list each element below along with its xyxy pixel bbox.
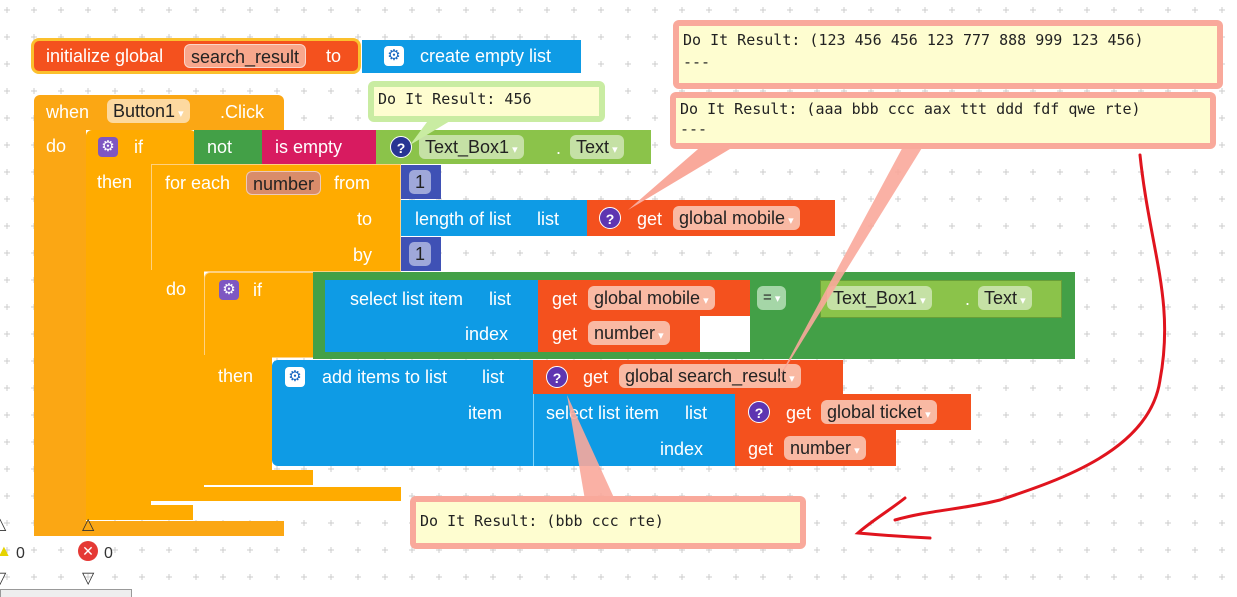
- bubble-text: Do It Result: (aaa bbb ccc aax ttt ddd f…: [676, 98, 1210, 143]
- if-footer: [86, 505, 193, 520]
- gear-icon[interactable]: ⚙: [384, 46, 404, 66]
- select-list-item-block[interactable]: [325, 280, 539, 352]
- get-label-4: get: [583, 367, 609, 387]
- warning-icon: ▲: [0, 543, 12, 560]
- textbox-dropdown-2[interactable]: Text_Box1: [827, 286, 932, 310]
- list-label-2: list: [489, 289, 511, 309]
- init-label: initialize global: [46, 46, 164, 66]
- help-icon[interactable]: ?: [546, 366, 568, 388]
- help-icon[interactable]: ?: [390, 136, 412, 158]
- warning-count: 0: [16, 545, 25, 562]
- select-label-2: select list item: [546, 403, 660, 423]
- get-label: get: [637, 209, 663, 229]
- then-label-2: then: [218, 366, 254, 386]
- loop-var-field[interactable]: number: [246, 171, 322, 195]
- dot-label: .: [556, 138, 562, 158]
- do-label: do: [46, 136, 67, 156]
- list-label: list: [537, 209, 559, 229]
- dot-label-2: .: [965, 289, 971, 309]
- length-label: length of list: [415, 209, 512, 229]
- mutator-gear-icon[interactable]: ⚙: [98, 137, 118, 157]
- component-dropdown[interactable]: Button1: [107, 99, 190, 123]
- index-label-2: index: [660, 439, 704, 459]
- index-label: index: [465, 324, 509, 344]
- error-icon: ✕: [78, 541, 98, 561]
- variable-dropdown-4[interactable]: global ticket: [821, 400, 937, 424]
- if-body: [86, 160, 151, 520]
- bottom-panel: [0, 589, 132, 597]
- error-toggle-up-icon[interactable]: △: [82, 516, 95, 533]
- when-label: when: [46, 102, 90, 122]
- is-empty-label: is empty: [275, 137, 343, 157]
- variable-dropdown-3[interactable]: global search_result: [619, 364, 801, 388]
- event-body: [34, 128, 86, 536]
- error-toggle-down-icon[interactable]: ▽: [82, 570, 95, 587]
- list-label-4: list: [685, 403, 707, 423]
- number-dropdown[interactable]: number: [588, 321, 670, 345]
- init-var-field[interactable]: search_result: [184, 44, 307, 68]
- help-icon[interactable]: ?: [748, 401, 770, 423]
- get-label-5: get: [786, 403, 812, 423]
- error-count: 0: [104, 545, 113, 562]
- if-label-2: if: [253, 280, 262, 300]
- warning-toggle-down-icon[interactable]: ▽: [0, 570, 7, 587]
- textbox-dropdown[interactable]: Text_Box1: [419, 135, 524, 159]
- number-dropdown-2[interactable]: number: [784, 436, 866, 460]
- empty-gap: [700, 316, 750, 352]
- for-each-label: for each: [165, 173, 231, 193]
- length-of-list-block[interactable]: [401, 200, 588, 236]
- by-value[interactable]: 1: [409, 242, 431, 266]
- list-label-3: list: [482, 367, 504, 387]
- select-list-item-block-2[interactable]: [533, 394, 736, 466]
- from-value[interactable]: 1: [409, 170, 431, 194]
- property-dropdown-2[interactable]: Text: [978, 286, 1032, 310]
- warning-toggle-up-icon[interactable]: △: [0, 516, 7, 533]
- get-label-2: get: [552, 289, 578, 309]
- create-empty-list-label: create empty list: [420, 46, 552, 66]
- operator-dropdown[interactable]: =: [757, 286, 787, 310]
- init-to-label: to: [326, 46, 342, 66]
- not-block[interactable]: [194, 130, 264, 164]
- item-label: item: [468, 403, 503, 423]
- variable-dropdown-2[interactable]: global mobile: [588, 286, 715, 310]
- help-icon[interactable]: ?: [599, 207, 621, 229]
- inner-if-body: [204, 355, 272, 485]
- then-label: then: [97, 172, 133, 192]
- to-label: to: [357, 209, 373, 229]
- select-label: select list item: [350, 289, 464, 309]
- get-label-6: get: [748, 439, 774, 459]
- mutator-gear-icon[interactable]: ⚙: [285, 367, 305, 387]
- do-label-2: do: [166, 279, 187, 299]
- property-dropdown[interactable]: Text: [570, 135, 624, 159]
- do-it-result-bubble[interactable]: Do It Result: (aaa bbb ccc aax ttt ddd f…: [670, 92, 1216, 149]
- do-it-result-bubble[interactable]: Do It Result: 456: [368, 81, 605, 122]
- get-label-3: get: [552, 324, 578, 344]
- for-each-footer: [151, 487, 401, 501]
- do-it-result-bubble[interactable]: Do It Result: (bbb ccc rte): [410, 496, 806, 549]
- is-empty-block[interactable]: [262, 130, 378, 164]
- add-items-to-list-block[interactable]: [272, 360, 534, 466]
- mutator-gear-icon[interactable]: ⚙: [219, 280, 239, 300]
- variable-dropdown[interactable]: global mobile: [673, 206, 800, 230]
- if-label: if: [134, 137, 143, 157]
- do-it-result-bubble[interactable]: Do It Result: (123 456 456 123 777 888 9…: [673, 20, 1223, 89]
- add-items-label: add items to list: [322, 367, 448, 387]
- event-footer: [34, 521, 284, 536]
- bubble-text: Do It Result: (bbb ccc rte): [416, 502, 800, 543]
- for-each-body: [151, 270, 204, 500]
- event-label: .Click: [220, 102, 264, 122]
- bubble-text: Do It Result: (123 456 456 123 777 888 9…: [679, 26, 1217, 83]
- inner-if-footer: [204, 470, 313, 485]
- not-label: not: [207, 137, 233, 157]
- from-label: from: [334, 173, 370, 193]
- by-label: by: [353, 245, 373, 265]
- bubble-text: Do It Result: 456: [374, 87, 599, 116]
